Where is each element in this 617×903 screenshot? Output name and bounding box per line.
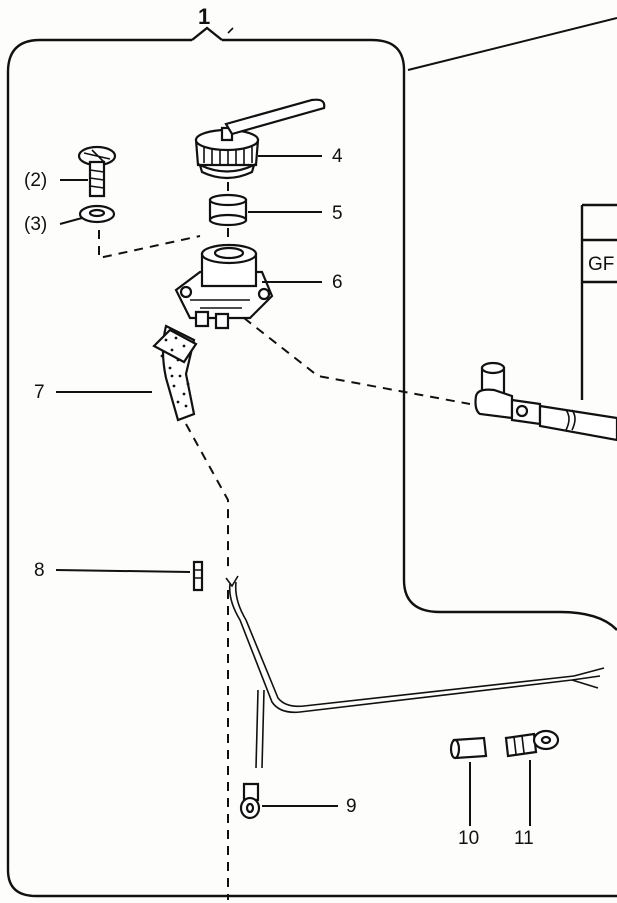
insert-part xyxy=(208,193,248,227)
screw-part xyxy=(77,145,117,198)
callout-7: 7 xyxy=(34,382,45,403)
callout-11: 11 xyxy=(514,828,534,849)
callout-9: 9 xyxy=(346,796,357,817)
hose-part xyxy=(152,324,198,422)
callout-4: 4 xyxy=(332,146,343,167)
callout-2: (2) xyxy=(24,170,47,191)
assembly-bracket xyxy=(191,26,223,41)
elbow-fitting xyxy=(474,361,617,442)
callout-10: 10 xyxy=(458,828,479,849)
callout-8: 8 xyxy=(34,560,45,581)
ring-terminal-part xyxy=(504,729,560,758)
washer-part xyxy=(78,204,116,224)
dash-base-to-fitting xyxy=(243,317,471,405)
dash-washer-to-base xyxy=(98,230,201,260)
inset-table: GF xyxy=(580,203,617,400)
assembly-leader-line xyxy=(407,17,617,71)
callout-6: 6 xyxy=(332,272,343,293)
callout-1: 1 xyxy=(198,4,210,29)
leader-3 xyxy=(59,217,83,225)
terminal-part xyxy=(239,782,261,820)
plug-part xyxy=(192,560,204,592)
assembly-tick xyxy=(227,27,234,34)
inset-table-cell: GF xyxy=(588,254,614,275)
wire-harness xyxy=(225,575,605,769)
dash-hose-to-wire xyxy=(185,423,229,572)
assembly-outline xyxy=(6,38,617,898)
cap-part xyxy=(194,98,326,180)
base-part xyxy=(174,243,274,330)
callout-3: (3) xyxy=(24,214,47,235)
leader-8 xyxy=(55,569,191,573)
callout-5: 5 xyxy=(332,203,343,224)
sleeve-part xyxy=(449,736,488,760)
